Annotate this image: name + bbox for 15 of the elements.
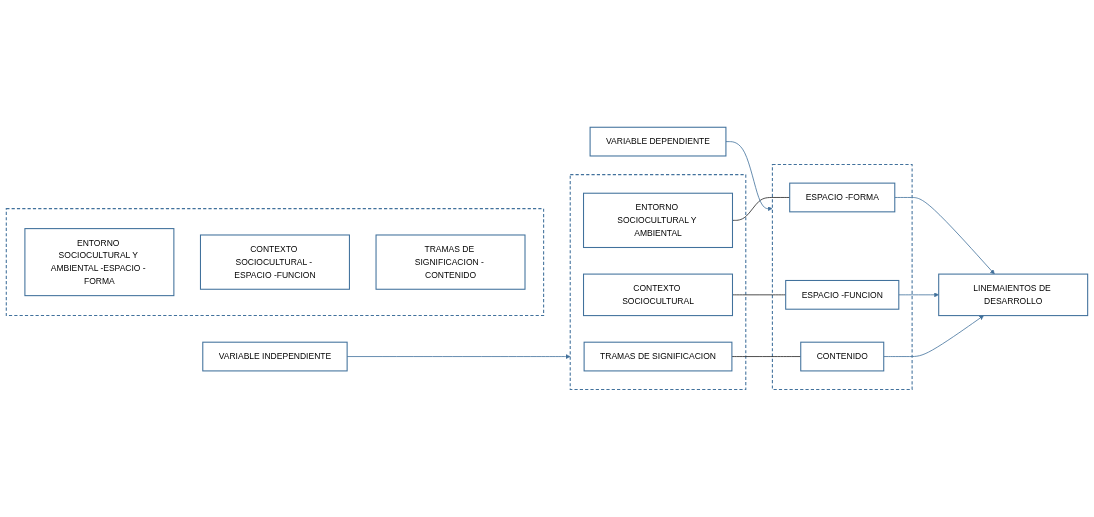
node-box: TRAMAS DE SIGNIFICACION - CONTENIDO [375,234,526,290]
node-box: CONTEXTO SOCIOCULTURAL - ESPACIO -FUNCION [199,234,350,290]
cluster [569,174,747,391]
node-box: TRAMAS DE SIGNIFICACION [583,341,733,372]
node-box: CONTENIDO [800,341,885,372]
node-box: ESPACIO -FUNCION [785,280,900,310]
cluster [771,164,913,391]
cluster [5,208,545,317]
node-box: ESPACIO -FORMA [789,182,896,213]
node-box: LINEMAIENTOS DE DESARROLLO [938,273,1089,317]
node-box: ENTORNO SOCIOCULTURAL Y AMBIENTAL [583,192,734,249]
node-box: ENTORNO SOCIOCULTURAL Y AMBIENTAL -ESPACIO - FORMA [24,228,175,297]
node-box: VARIABLE DEPENDIENTE [589,126,727,157]
node-box: VARIABLE INDEPENDIENTE [202,341,348,372]
node-box: CONTEXTO SOCIOCULTURAL [583,273,734,317]
